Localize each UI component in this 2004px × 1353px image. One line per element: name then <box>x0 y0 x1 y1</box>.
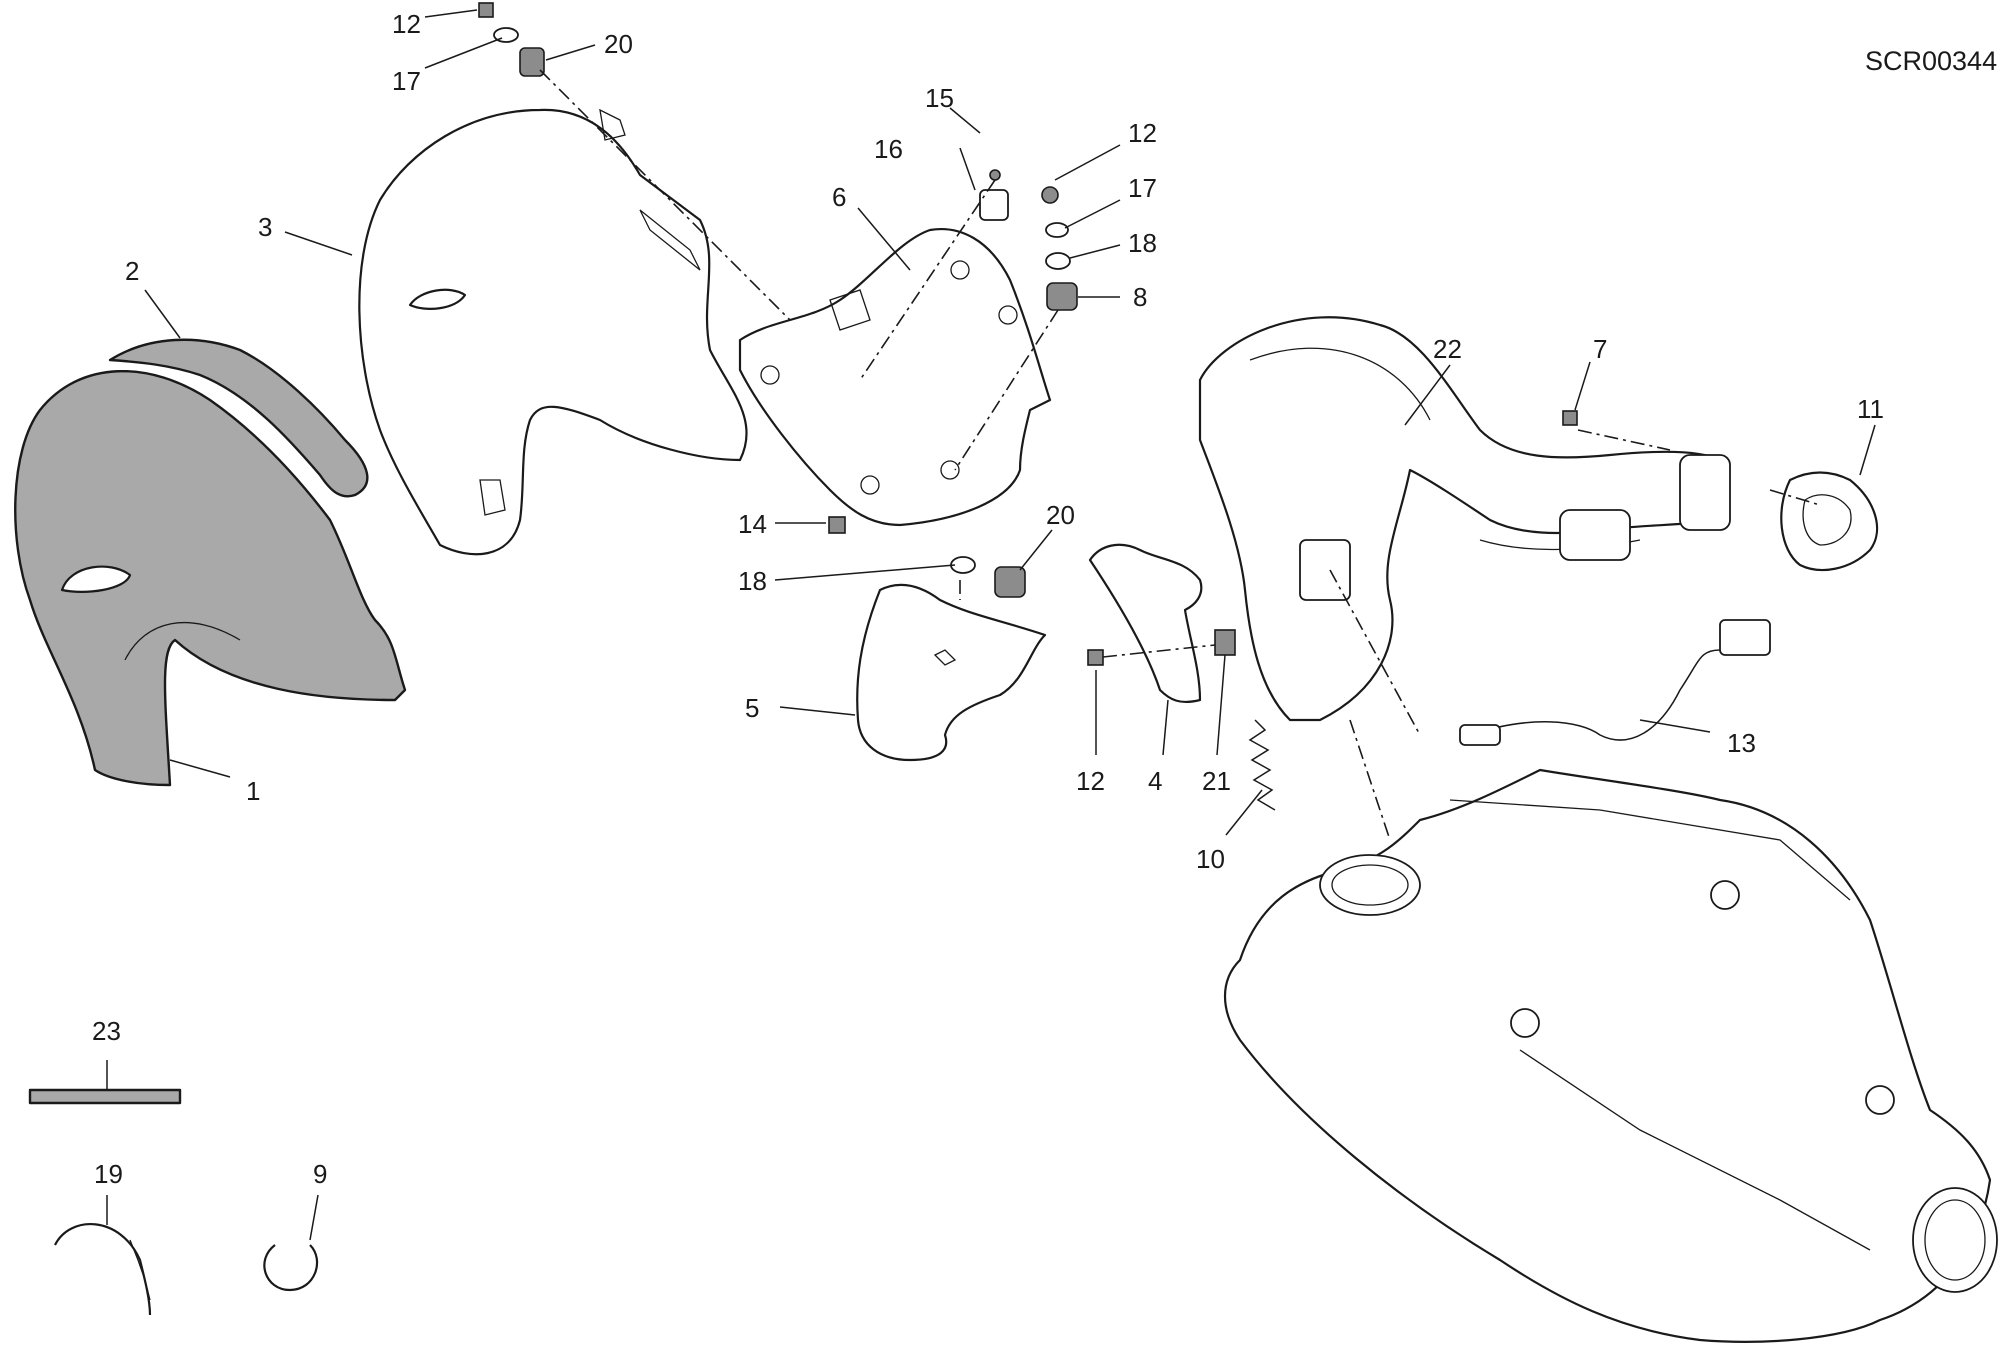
callout-19: 19 <box>94 1159 123 1189</box>
part-19-clamp-band <box>54 1223 152 1316</box>
part-2-insulation-strip <box>108 338 369 498</box>
part-3-heat-shield <box>358 108 748 556</box>
callout-20-mid: 20 <box>1046 500 1075 530</box>
part-22-exhaust-headers <box>1198 316 1731 722</box>
callout-16: 16 <box>874 134 903 164</box>
part-5-small-heat-shield <box>856 583 1047 762</box>
callout-18-right: 18 <box>1128 228 1157 258</box>
callout-20-top: 20 <box>604 29 633 59</box>
callout-12-top: 12 <box>392 9 421 39</box>
callout-4: 4 <box>1148 766 1162 796</box>
muffler-silencer <box>1223 768 1998 1343</box>
callout-3: 3 <box>258 212 272 242</box>
callout-6: 6 <box>832 182 846 212</box>
part-9-clamp <box>263 1244 319 1292</box>
part-10-spring <box>1248 719 1276 811</box>
callout-labels: 12 17 20 3 2 1 6 15 16 12 17 18 8 7 11 2… <box>92 9 1884 1189</box>
callout-12-right: 12 <box>1128 118 1157 148</box>
callout-17-top: 17 <box>392 66 421 96</box>
diagram-reference-code: SCR00344 <box>1865 46 1997 76</box>
callout-10: 10 <box>1196 844 1225 874</box>
assembly-axes <box>539 69 1821 841</box>
callout-7: 7 <box>1593 334 1607 364</box>
callout-21: 21 <box>1202 766 1231 796</box>
part-1-heat-shield-insulation <box>14 369 407 787</box>
callout-2: 2 <box>125 256 139 286</box>
callout-17-right: 17 <box>1128 173 1157 203</box>
callout-5: 5 <box>745 693 759 723</box>
callout-18-left: 18 <box>738 566 767 596</box>
part-6-heat-shield <box>738 228 1052 527</box>
callout-8: 8 <box>1133 282 1147 312</box>
fasteners-hardware <box>478 2 1578 666</box>
part-13-lambda-sensor <box>1459 619 1771 746</box>
part-4-heat-shield <box>1088 543 1203 704</box>
callout-1: 1 <box>246 776 260 806</box>
callout-13: 13 <box>1727 728 1756 758</box>
callout-23: 23 <box>92 1016 121 1046</box>
callout-12-bottom: 12 <box>1076 766 1105 796</box>
part-11-exhaust-gasket <box>1780 471 1879 572</box>
callout-14: 14 <box>738 509 767 539</box>
callout-leaders <box>106 9 1876 1241</box>
part-23-insulation-strip <box>28 1088 182 1105</box>
callout-11: 11 <box>1857 394 1884 424</box>
callout-9: 9 <box>313 1159 327 1189</box>
callout-22: 22 <box>1433 334 1462 364</box>
callout-15: 15 <box>925 83 954 113</box>
